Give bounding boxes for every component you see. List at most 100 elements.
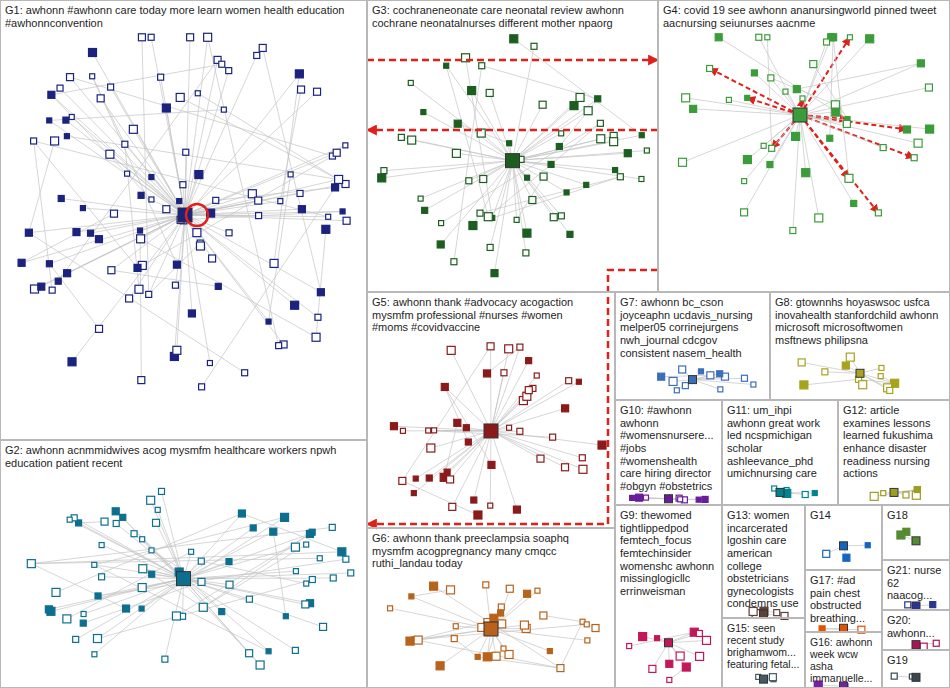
vertex-square [101,518,108,525]
vertex-square [27,560,35,568]
network-link [661,375,710,376]
hub-vertex [665,639,673,647]
vertex-square [409,594,414,599]
vertex-square [745,95,750,100]
vertex-square [195,91,200,96]
vertex-square [454,419,461,426]
vertex-square [270,528,277,535]
network-link [441,161,513,245]
network-link [76,579,184,640]
network-link [101,98,185,215]
vertex-square [707,65,713,71]
vertex-square [698,369,703,374]
group-heading: G18 [883,506,949,522]
vertex-square [317,289,324,296]
network-link [185,215,284,344]
vertex-square [246,596,252,602]
vertex-square [696,497,701,502]
vertex-square [172,612,180,620]
vertex-square [335,175,343,183]
vertex-square [674,388,679,393]
network-link [744,115,800,212]
vertex-square [283,614,288,619]
vertex-square [669,377,677,385]
vertex-square [707,372,714,379]
vertex-square [436,662,444,670]
vertex-square [298,206,305,213]
vertex-square [556,144,562,150]
network-link [141,239,316,337]
vertex-square [550,214,557,221]
vertex-square [824,39,830,45]
network-link [49,120,185,215]
vertex-square [557,665,564,672]
vertex-square [45,606,52,613]
vertex-square [158,74,164,80]
network-link [491,381,569,431]
group-heading: G6: awhonn thank preeclampsia soaphq mys… [368,529,614,570]
vertex-square [317,556,322,561]
vertex-square [887,387,893,393]
hub-vertex [506,154,520,168]
network-link [184,579,311,604]
vertex-square [198,578,205,585]
vertex-square [567,231,573,237]
vertex-square [163,206,170,213]
vertex-square [539,101,546,108]
vertex-square [254,52,260,58]
group-heading: G19 [883,651,949,667]
vertex-square [584,107,592,115]
vertex-square [441,383,448,390]
vertex-square [147,496,155,504]
vertex-square [531,43,537,49]
network-link [72,117,185,215]
network-link [800,39,870,115]
network-link [185,153,337,215]
group-panel: G7: awhonn bc_cson joyceaphn ucdavis_nur… [615,292,770,400]
network-link [491,382,579,431]
vertex-square [388,606,393,611]
vertex-square [525,387,532,394]
vertex-square [639,633,647,641]
hub-vertex [856,369,864,377]
network-link [158,510,184,579]
vertex-square [447,476,454,483]
vertex-square [140,537,145,542]
vertex-square [422,207,428,213]
vertex-square [51,137,59,145]
vertex-square [183,149,189,155]
vertex-square [198,558,204,564]
group-panel: G21: nurse 62 naacog... [882,560,950,610]
network-link [429,431,491,478]
network-link [175,215,185,285]
network-link [185,60,218,215]
vertex-square [597,120,603,126]
network-link [543,615,582,621]
vertex-square [293,569,298,574]
network-link [491,431,583,469]
group-heading: G12: article examines lessons learned fu… [839,401,949,480]
vertex-square [159,488,165,494]
vertex-square [639,177,644,182]
vertex-square [498,610,504,616]
vertex-square [501,370,507,376]
vertex-square [297,190,303,196]
vertex-square [524,590,531,597]
vertex-square [903,126,910,133]
network-link [184,534,310,579]
vertex-square [630,495,635,500]
highlight-link [800,115,878,213]
vertex-square [95,236,102,243]
vertex-square [193,229,201,237]
vertex-square [343,217,350,224]
vertex-square [870,492,878,500]
vertex-square [173,261,180,268]
vertex-square [842,362,849,369]
vertex-square [108,84,114,90]
network-link [142,37,149,294]
group-panel: G19 [882,650,950,688]
vertex-square [897,531,905,539]
network-vertices [18,33,939,688]
network-link [72,215,185,362]
